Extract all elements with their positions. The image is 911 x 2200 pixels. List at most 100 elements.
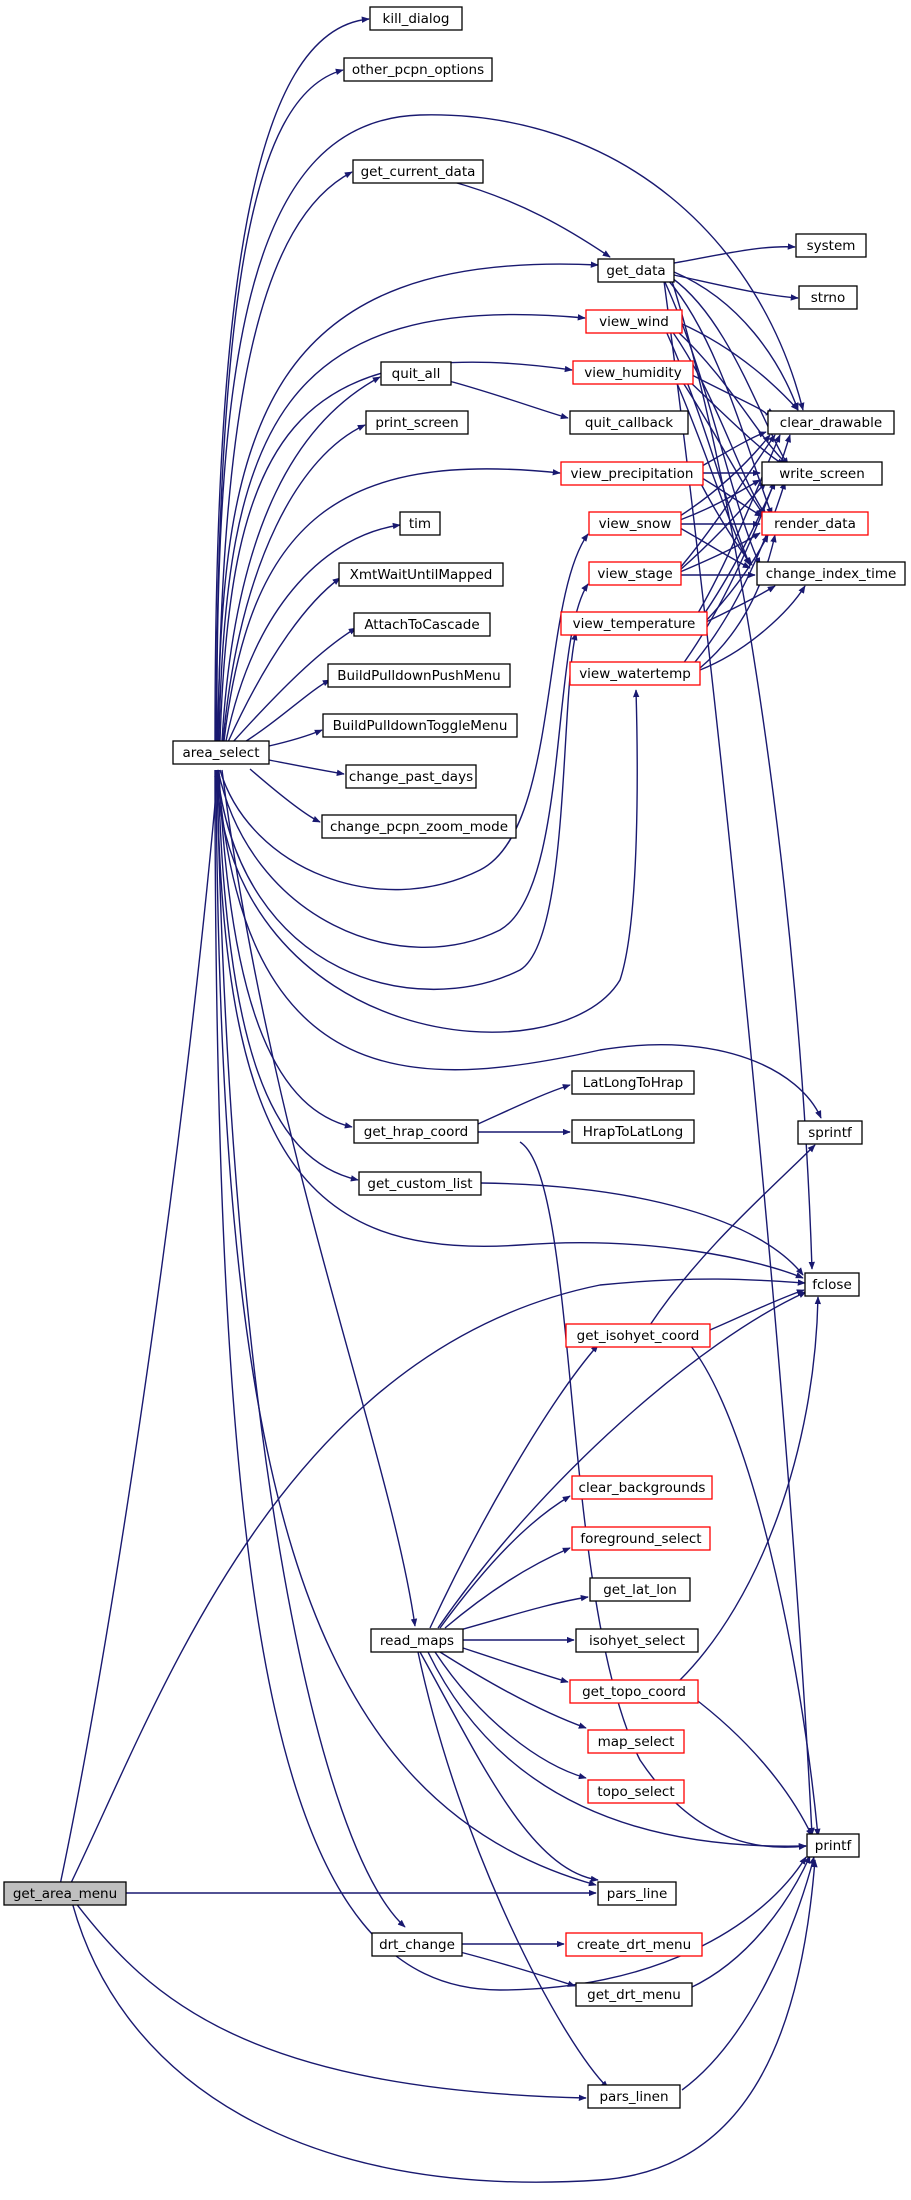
edge-view-temperature-clear-drawable bbox=[694, 434, 781, 619]
node-foreground-select[interactable]: foreground_select bbox=[571, 1526, 711, 1551]
node-fclose[interactable]: fclose bbox=[804, 1272, 860, 1297]
node-printf[interactable]: printf bbox=[806, 1833, 860, 1858]
edge-quit-all-quit-callback bbox=[448, 380, 569, 420]
edge-area-select-get-current-data bbox=[217, 171, 353, 742]
node-label-print-screen: print_screen bbox=[375, 415, 458, 431]
edge-area-select-view-wind bbox=[218, 313, 586, 742]
node-tim[interactable]: tim bbox=[399, 511, 441, 536]
edge-drt-change-get-drt-menu bbox=[459, 1951, 576, 1987]
node-change-pcpn-zoom-mode[interactable]: change_pcpn_zoom_mode bbox=[321, 814, 517, 839]
node-view-humidity[interactable]: view_humidity bbox=[572, 360, 694, 385]
node-clear-backgrounds[interactable]: clear_backgrounds bbox=[571, 1475, 713, 1500]
node-view-stage[interactable]: view_stage bbox=[588, 561, 682, 586]
node-get-hrap-coord[interactable]: get_hrap_coord bbox=[353, 1119, 479, 1144]
node-area-select[interactable]: area_select bbox=[172, 740, 270, 765]
node-label-get-custom-list: get_custom_list bbox=[367, 1176, 472, 1192]
node-strno[interactable]: strno bbox=[798, 285, 858, 310]
node-system[interactable]: system bbox=[795, 233, 867, 258]
node-label-view-precipitation: view_precipitation bbox=[571, 466, 694, 482]
node-create-drt-menu[interactable]: create_drt_menu bbox=[565, 1932, 703, 1957]
node-print-screen[interactable]: print_screen bbox=[365, 410, 469, 435]
node-map-select[interactable]: map_select bbox=[587, 1729, 685, 1754]
node-label-render-data: render_data bbox=[774, 516, 856, 532]
node-pars-line[interactable]: pars_line bbox=[597, 1881, 677, 1906]
edge-read-maps-clear-backgrounds bbox=[439, 1495, 571, 1629]
node-view-snow[interactable]: view_snow bbox=[588, 511, 682, 536]
edge-area-select-read-maps bbox=[221, 769, 418, 1627]
node-label-quit-callback: quit_callback bbox=[585, 415, 673, 431]
node-label-kill-dialog: kill_dialog bbox=[383, 11, 450, 27]
node-xmtwaituntilmapped[interactable]: XmtWaitUntilMapped bbox=[338, 562, 504, 587]
node-topo-select[interactable]: topo_select bbox=[587, 1779, 685, 1804]
node-write-screen[interactable]: write_screen bbox=[761, 461, 883, 486]
node-get-area-menu[interactable]: get_area_menu bbox=[3, 1881, 127, 1906]
edge-get-data-clear-drawable bbox=[673, 271, 799, 411]
edge-get-data-strno bbox=[673, 274, 799, 301]
node-change-index-time[interactable]: change_index_time bbox=[756, 561, 906, 586]
edge-area-select-fclose bbox=[216, 769, 804, 1279]
edge-area-select-view-precipitation bbox=[223, 468, 561, 742]
edge-view-humidity-write-screen bbox=[687, 379, 785, 466]
edge-area-select-get-hrap-coord bbox=[218, 769, 353, 1129]
edge-view-watertemp-change-index-time bbox=[699, 585, 806, 671]
node-get-lat-lon[interactable]: get_lat_lon bbox=[589, 1577, 691, 1602]
edge-view-humidity-clear-drawable bbox=[691, 374, 774, 416]
edge-area-select-change-pcpn-zoom bbox=[249, 768, 321, 823]
node-label-clear-drawable: clear_drawable bbox=[780, 415, 882, 431]
edge-get-isohyet-fclose bbox=[709, 1289, 805, 1331]
edge-read-maps-map-select bbox=[439, 1651, 587, 1729]
node-label-area-select: area_select bbox=[183, 745, 260, 761]
node-view-precipitation[interactable]: view_precipitation bbox=[560, 461, 704, 486]
node-label-get-drt-menu: get_drt_menu bbox=[587, 1987, 681, 2003]
node-read-maps[interactable]: read_maps bbox=[370, 1628, 464, 1653]
node-label-view-watertemp: view_watertemp bbox=[579, 666, 691, 682]
node-label-get-topo-coord: get_topo_coord bbox=[582, 1684, 686, 1700]
edge-view-wind-write-screen bbox=[675, 329, 789, 466]
edge-get-data-write-screen bbox=[671, 277, 789, 466]
node-hraptolatlong[interactable]: HrapToLatLong bbox=[571, 1119, 695, 1144]
node-latlongtohrap[interactable]: LatLongToHrap bbox=[571, 1070, 695, 1095]
edge-view-stage-render-data bbox=[679, 532, 761, 573]
node-other-pcpn-options[interactable]: other_pcpn_options bbox=[343, 57, 493, 82]
node-label-change-index-time: change_index_time bbox=[766, 566, 897, 582]
edge-read-maps-pars-line bbox=[419, 1651, 599, 1883]
node-change-past-days[interactable]: change_past_days bbox=[345, 764, 477, 789]
node-view-watertemp[interactable]: view_watertemp bbox=[569, 661, 701, 686]
node-buildpulldownpushmenu[interactable]: BuildPulldownPushMenu bbox=[327, 663, 511, 688]
node-get-drt-menu[interactable]: get_drt_menu bbox=[575, 1982, 693, 2007]
node-clear-drawable[interactable]: clear_drawable bbox=[767, 410, 895, 435]
node-attachtocascade[interactable]: AttachToCascade bbox=[353, 612, 491, 637]
node-drt-change[interactable]: drt_change bbox=[371, 1932, 463, 1957]
node-view-wind[interactable]: view_wind bbox=[585, 309, 683, 334]
node-sprintf[interactable]: sprintf bbox=[797, 1120, 863, 1145]
node-get-topo-coord[interactable]: get_topo_coord bbox=[569, 1679, 699, 1704]
node-label-other-pcpn-options: other_pcpn_options bbox=[352, 62, 484, 78]
node-label-drt-change: drt_change bbox=[379, 1937, 455, 1953]
edge-get-topo-printf bbox=[689, 1694, 813, 1837]
edge-area-select-sprintf bbox=[217, 769, 822, 1119]
edge-view-watertemp-render-data bbox=[699, 534, 777, 669]
edge-get-area-menu-pars-linen bbox=[74, 1901, 587, 2102]
node-get-current-data[interactable]: get_current_data bbox=[352, 159, 484, 184]
edge-get-area-menu-printf bbox=[71, 1859, 818, 2183]
node-kill-dialog[interactable]: kill_dialog bbox=[369, 6, 463, 31]
edge-area-select-get-custom-list bbox=[217, 769, 359, 1182]
node-isohyet-select[interactable]: isohyet_select bbox=[575, 1628, 699, 1653]
edge-area-select-get-data bbox=[217, 261, 599, 742]
node-quit-callback[interactable]: quit_callback bbox=[569, 410, 689, 435]
edge-area-select-quit-all bbox=[221, 376, 381, 742]
node-view-temperature[interactable]: view_temperature bbox=[560, 611, 708, 636]
node-render-data[interactable]: render_data bbox=[761, 511, 869, 536]
node-buildpulldowntogglemenu[interactable]: BuildPulldownToggleMenu bbox=[322, 713, 518, 738]
node-quit-all[interactable]: quit_all bbox=[380, 361, 452, 386]
node-pars-linen[interactable]: pars_linen bbox=[587, 2084, 681, 2109]
node-get-custom-list[interactable]: get_custom_list bbox=[358, 1171, 482, 1196]
node-label-get-isohyet-coord: get_isohyet_coord bbox=[577, 1328, 700, 1344]
edge-area-select-change-past-days bbox=[268, 759, 345, 776]
node-label-write-screen: write_screen bbox=[779, 466, 865, 482]
edge-read-maps-get-topo-coord bbox=[462, 1647, 569, 1684]
node-label-isohyet-select: isohyet_select bbox=[589, 1633, 685, 1649]
node-get-data[interactable]: get_data bbox=[597, 258, 675, 283]
edge-area-select-drt-change bbox=[216, 769, 406, 1928]
node-get-isohyet-coord[interactable]: get_isohyet_coord bbox=[565, 1323, 711, 1348]
